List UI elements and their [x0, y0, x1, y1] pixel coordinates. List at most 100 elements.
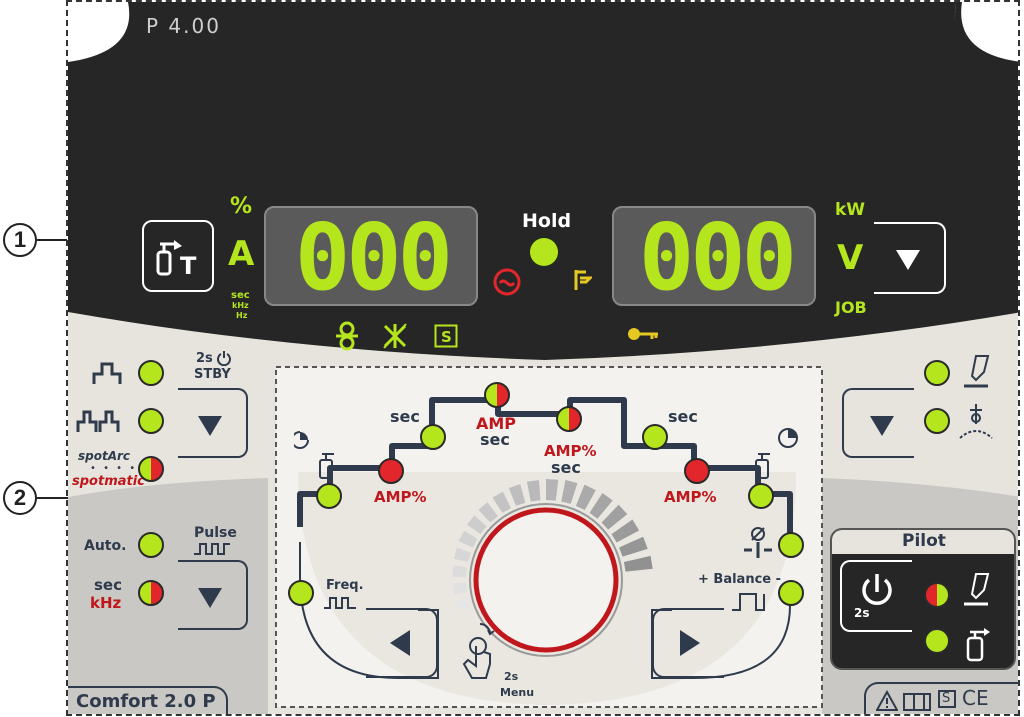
freq-label: Freq.	[326, 578, 364, 593]
pilot-title: Pilot	[902, 531, 946, 551]
pilot-panel: Pilot 2s	[830, 528, 1016, 670]
gas-test-button[interactable]: T	[142, 220, 214, 292]
pilot-gas-led	[924, 628, 950, 654]
dial-tick	[575, 484, 596, 511]
manual-icon	[903, 693, 931, 711]
seq-amp-top: AMP	[476, 414, 517, 433]
mode-select-button[interactable]	[178, 388, 248, 458]
balance-icon	[732, 593, 765, 611]
dial-tick	[453, 547, 471, 563]
electrode-diameter-icon	[744, 527, 772, 558]
unit-sec: sec	[231, 290, 250, 301]
torch-select-button[interactable]	[842, 388, 914, 458]
torch-arc-icon	[959, 404, 993, 439]
left-arrow-icon	[390, 630, 410, 656]
left-display: 000	[264, 204, 478, 311]
down-arrow-icon	[870, 416, 894, 436]
seq-balance-led	[778, 580, 804, 606]
dial-tick	[508, 484, 526, 506]
unit-hz: Hz	[236, 311, 248, 320]
menu-touch-icon[interactable]	[456, 620, 502, 690]
unit-amp: A	[228, 234, 255, 274]
pulse-auto-led	[138, 532, 164, 558]
dial-tick	[478, 502, 498, 523]
callout-2: 2	[3, 481, 37, 515]
two-stroke-icon	[92, 362, 122, 384]
menu-time: 2s	[504, 670, 519, 683]
svg-text:S: S	[441, 328, 452, 346]
dial-tick	[561, 479, 578, 504]
dial-tick	[546, 479, 559, 501]
mode-two-stroke-led	[138, 360, 164, 386]
seq-sec-mid: sec	[551, 458, 581, 477]
key-icon	[628, 328, 658, 340]
dial-tick	[456, 597, 471, 612]
lock-icon-display	[574, 270, 592, 290]
torch-mode-1-led	[924, 360, 950, 386]
callout-1: 1	[3, 223, 37, 257]
pilot-power-button[interactable]: 2s	[840, 560, 912, 632]
sec-label-left: sec	[94, 576, 122, 594]
display-select-button[interactable]	[874, 222, 946, 294]
seq-downslope-led	[642, 424, 668, 450]
stby-label: STBY	[194, 367, 231, 382]
dial-tick-marks	[452, 479, 653, 612]
seq-frequency-led	[288, 580, 314, 606]
gas-postflow-icon	[755, 428, 798, 479]
pilot-gas-icon	[966, 628, 990, 662]
wire-stop-icon	[383, 323, 407, 349]
param-left-button[interactable]	[366, 608, 438, 678]
param-right-button[interactable]	[652, 608, 724, 678]
seq-amp-pct-mid: AMP%	[544, 442, 597, 460]
down-arrow-icon	[198, 416, 222, 436]
dial-tick	[611, 519, 640, 543]
s-mark-text: S	[942, 691, 951, 706]
unit-kw: kW	[835, 200, 866, 220]
dial-tick	[601, 504, 628, 530]
stby-time: 2s	[196, 351, 213, 366]
hold-led	[530, 238, 558, 266]
svg-text:T: T	[180, 252, 197, 280]
seq-sec-left: sec	[390, 407, 420, 426]
pulse-icon	[194, 543, 230, 555]
khz-label-left: kHz	[90, 594, 122, 612]
four-stroke-icon	[76, 410, 120, 432]
seq-upslope-led	[420, 424, 446, 450]
unit-volt: V	[837, 238, 864, 278]
auto-label: Auto.	[84, 538, 127, 554]
power-icon-stby	[217, 351, 231, 366]
seq-amp-pct-left: AMP%	[374, 488, 427, 506]
pulse-sec-khz-led	[138, 580, 164, 606]
s-mark-footer: S	[938, 690, 956, 708]
dial-tick	[526, 480, 541, 502]
left-display-value: 000	[294, 204, 453, 311]
gas-preflow-icon	[294, 431, 334, 479]
seq-start-current-led	[378, 458, 404, 484]
model-label: Comfort 2.0 P	[76, 691, 216, 712]
unit-job: JOB	[835, 298, 867, 317]
gas-test-icon: T	[156, 240, 197, 280]
torch-icon	[964, 355, 990, 388]
warning-icon	[876, 690, 898, 711]
pilot-torch-icon	[964, 573, 990, 606]
right-arrow-icon	[680, 630, 700, 656]
dial-tick	[453, 582, 467, 595]
menu-label: Menu	[500, 686, 535, 699]
dial-tick	[452, 565, 467, 578]
control-panel: P 4.00 T % A sec kHz Hz 000 Hold 000 kW …	[66, 0, 1020, 716]
right-display: 000	[612, 206, 816, 308]
pilot-arc-led	[924, 582, 950, 608]
seq-main-current-led	[484, 382, 510, 408]
spotarc-label: spotArc	[78, 449, 131, 463]
seq-sec-top: sec	[480, 430, 510, 449]
pulse-select-button[interactable]	[178, 560, 248, 630]
seq-gas-postflow-led	[748, 483, 774, 509]
pulse-label: Pulse	[194, 525, 237, 541]
unit-percent: %	[230, 194, 253, 219]
spot-dots: • • • •	[90, 463, 138, 474]
torch-mode-2-led	[924, 408, 950, 434]
spotmatic-label: spotmatic	[72, 474, 145, 489]
dial-tick	[589, 493, 613, 519]
model-label-box: Comfort 2.0 P	[68, 686, 228, 714]
seq-amp-pct-right: AMP%	[664, 488, 717, 506]
